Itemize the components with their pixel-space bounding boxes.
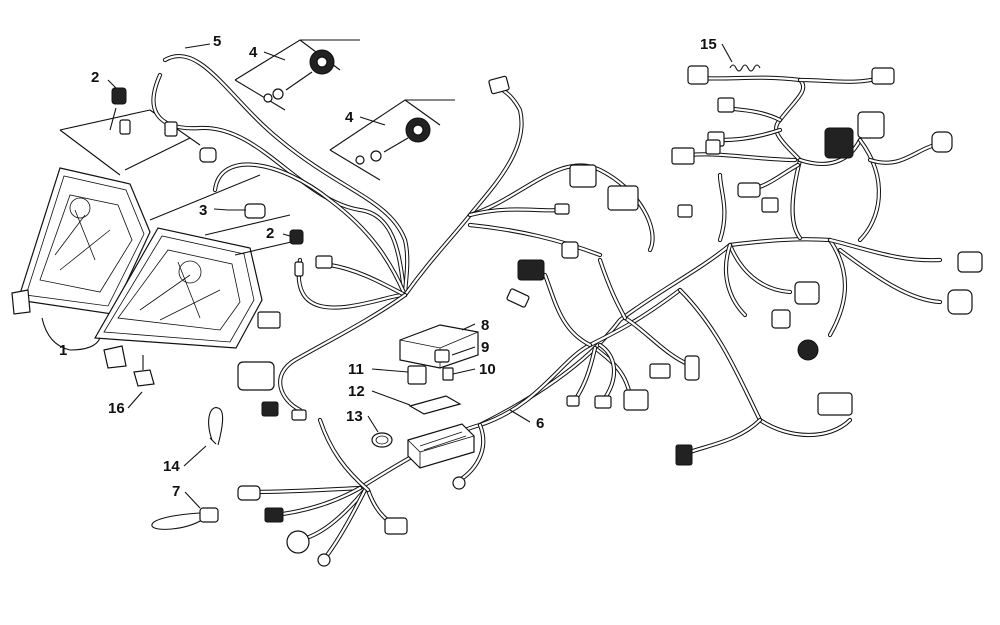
fuse-10 — [442, 367, 454, 381]
fuse-panel-12 — [408, 395, 462, 415]
callout-9: 9 — [481, 339, 489, 356]
callout-11: 11 — [348, 361, 364, 378]
callout-12: 12 — [348, 383, 365, 400]
fuse-block — [407, 423, 475, 469]
callout-16: 16 — [108, 400, 125, 417]
main-harness — [151, 53, 943, 561]
callout-14: 14 — [163, 458, 180, 475]
leaders — [107, 43, 733, 509]
callout-1: 1 — [59, 342, 67, 359]
bulb-socket-2a — [109, 87, 127, 131]
callout-10: 10 — [479, 361, 496, 378]
spring-15 — [729, 64, 761, 72]
callout-8: 8 — [481, 317, 489, 334]
callout-5: 5 — [213, 33, 221, 50]
callout-3: 3 — [199, 202, 207, 219]
bulb-socket-2b — [289, 229, 304, 245]
clamp-13 — [371, 432, 393, 448]
callout-4b: 4 — [345, 109, 354, 126]
bulb-3 — [228, 203, 266, 219]
headlight-left — [11, 167, 151, 315]
bulb-left — [199, 147, 217, 163]
callout-7: 7 — [172, 483, 180, 500]
relay-11 — [407, 365, 427, 385]
loop-7 — [151, 507, 219, 530]
callout-6: 6 — [536, 415, 544, 432]
headlight-right — [94, 227, 263, 369]
adjuster-4b — [329, 99, 455, 181]
connectors — [119, 65, 983, 567]
callout-13: 13 — [346, 408, 363, 425]
adjuster-4a — [234, 39, 360, 111]
pad-16 — [133, 369, 155, 387]
callout-labels: 1 2 2 3 4 4 5 6 7 8 9 10 11 12 13 14 15 … — [59, 33, 717, 500]
tie-14 — [208, 407, 224, 446]
callout-2b: 2 — [266, 225, 274, 242]
callout-2a: 2 — [91, 69, 99, 86]
callout-4a: 4 — [249, 44, 258, 61]
relay-9 — [434, 349, 450, 363]
callout-15: 15 — [700, 36, 717, 53]
